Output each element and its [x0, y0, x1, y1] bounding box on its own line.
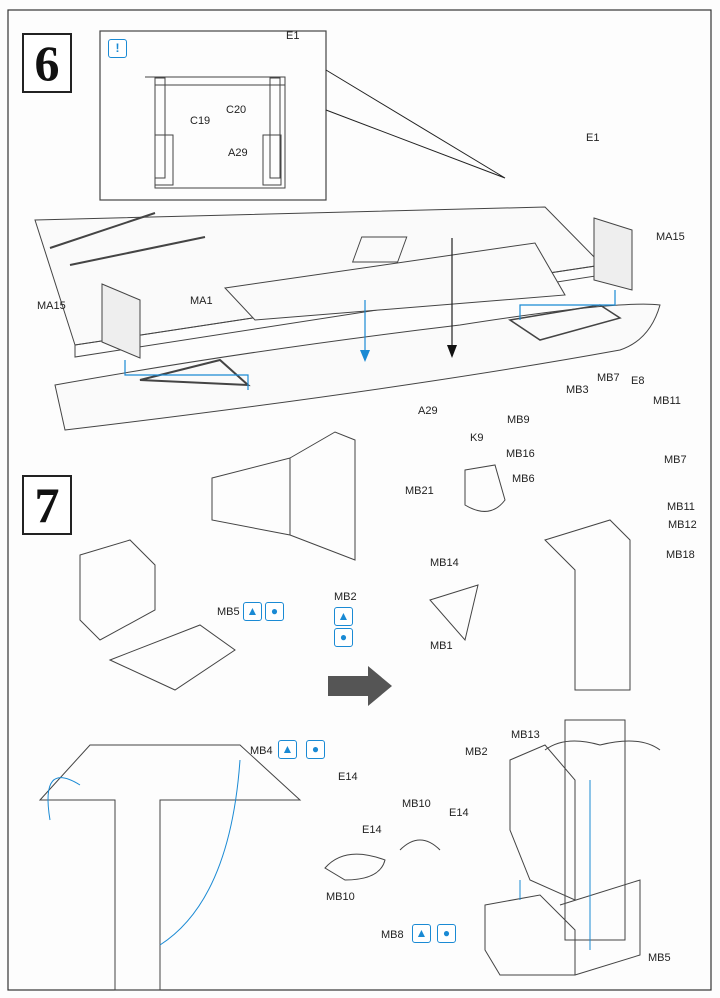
base-mb5-right-sketch — [484, 879, 641, 976]
sheet-ma15-left — [101, 283, 141, 359]
glue-icon: ● — [437, 924, 456, 943]
paint-icon: ▲ — [334, 607, 353, 626]
inset-label-e1: E1 — [286, 30, 300, 42]
detail-inset — [99, 30, 506, 201]
step-number-6: 6 — [22, 33, 72, 93]
hull-a29 — [54, 303, 661, 431]
label-ma15-right: MA15 — [656, 231, 685, 243]
label-mb16: MB16 — [506, 448, 535, 460]
paint-icon: ▲ — [412, 924, 431, 943]
caution-icon: ! — [108, 39, 127, 58]
inset-label-a29: A29 — [228, 147, 248, 159]
label-mb10-top: MB10 — [402, 798, 431, 810]
label-mb12: MB12 — [668, 519, 697, 531]
label-e14-mid: E14 — [362, 824, 382, 836]
sheet-ma15-right — [593, 217, 633, 291]
label-k9: K9 — [470, 432, 484, 444]
label-mb11-mid: MB11 — [667, 501, 695, 513]
label-mb4: MB4 — [250, 745, 273, 757]
glue-icon: ● — [334, 628, 353, 647]
deck-sheet-ma1 — [223, 242, 566, 321]
platform-mb1-sketch — [429, 584, 479, 642]
step-number-7: 7 — [22, 475, 72, 535]
label-mb13: MB13 — [511, 729, 540, 741]
label-mb21: MB21 — [405, 485, 434, 497]
label-ma15-left: MA15 — [37, 300, 66, 312]
director-mb21-sketch — [464, 464, 506, 512]
label-mb6: MB6 — [512, 473, 535, 485]
label-a29: A29 — [418, 405, 438, 417]
label-e14-right: E14 — [449, 807, 469, 819]
next-arrow-icon — [328, 666, 392, 706]
label-mb3: MB3 — [566, 384, 589, 396]
label-mb5-right: MB5 — [648, 952, 671, 964]
label-mb8: MB8 — [381, 929, 404, 941]
label-e8: E8 — [631, 375, 645, 387]
label-mb7-right: MB7 — [664, 454, 687, 466]
glue-icon: ● — [306, 740, 325, 759]
label-mb5-left: MB5 — [217, 606, 240, 618]
lattice-mb4-sketch — [38, 744, 302, 991]
label-mb7-top: MB7 — [597, 372, 620, 384]
label-mb9: MB9 — [507, 414, 530, 426]
label-mb11-top: MB11 — [653, 395, 681, 407]
paint-icon: ▲ — [243, 602, 262, 621]
label-mb18: MB18 — [666, 549, 695, 561]
label-mb2-right: MB2 — [465, 746, 488, 758]
label-mb10-bottom: MB10 — [326, 891, 355, 903]
glue-icon: ● — [265, 602, 284, 621]
mb13-platform-sketch — [544, 740, 661, 751]
label-e14-top: E14 — [338, 771, 358, 783]
label-e1: E1 — [586, 132, 600, 144]
inset-label-c20: C20 — [226, 104, 247, 116]
bridge-part-mb2-sketch — [211, 431, 356, 561]
paint-icon: ▲ — [278, 740, 297, 759]
gun-mb10-sketch — [324, 839, 441, 881]
label-mb1: MB1 — [430, 640, 453, 652]
label-ma1: MA1 — [190, 295, 213, 307]
label-mb2-left: MB2 — [334, 591, 357, 603]
bridge-part-mb5-sketch — [79, 539, 236, 691]
mast-tower-sketch — [544, 519, 631, 941]
inset-label-c19: C19 — [190, 115, 211, 127]
label-mb14: MB14 — [430, 557, 459, 569]
